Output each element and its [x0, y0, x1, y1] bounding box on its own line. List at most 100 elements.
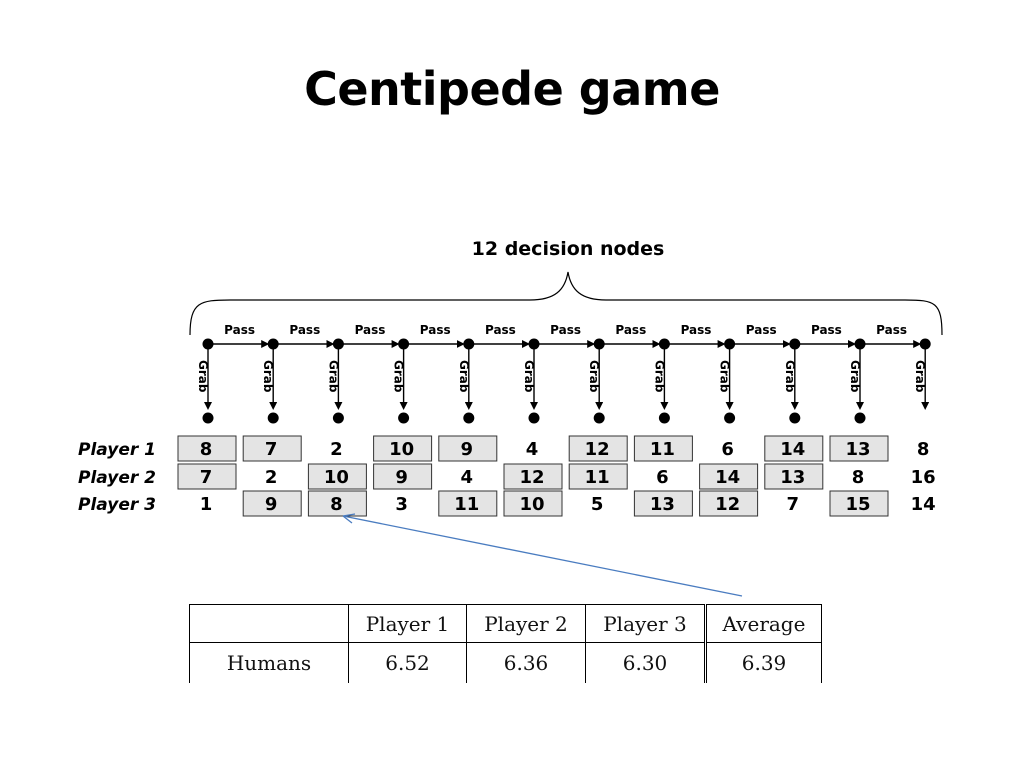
- payoff-box: [829, 490, 889, 517]
- payoff-value: 6: [721, 439, 734, 460]
- payoff-value: 14: [780, 439, 805, 460]
- payoff-value: 12: [585, 439, 610, 460]
- decision-node: [658, 338, 670, 350]
- payoff-value: 13: [650, 494, 675, 515]
- grab-label: Grab: [457, 360, 471, 393]
- table-cell: 6.30: [585, 642, 706, 683]
- payoff-value: 9: [461, 439, 474, 460]
- payoff-value: 10: [519, 494, 544, 515]
- payoff-box: [568, 463, 628, 490]
- table-header-cell: [189, 604, 349, 643]
- pass-label: Pass: [550, 323, 581, 337]
- payoff-box: [438, 435, 498, 462]
- pass-label: Pass: [811, 323, 842, 337]
- payoff-value: 13: [780, 467, 805, 488]
- decision-nodes-brace: [189, 271, 943, 336]
- payoff-value: 11: [454, 494, 479, 515]
- payoff-value: 8: [917, 439, 930, 460]
- payoff-value: 9: [265, 494, 278, 515]
- payoff-value: 4: [526, 439, 539, 460]
- table-row: Humans 6.52 6.36 6.30 6.39: [189, 642, 822, 683]
- grab-label: Grab: [326, 360, 340, 393]
- grab-label: Grab: [652, 360, 666, 393]
- decision-node: [267, 338, 279, 350]
- annotation-arrowhead: [342, 513, 356, 524]
- table-header-cell: Player 1: [348, 604, 467, 643]
- pass-label: Pass: [355, 323, 386, 337]
- payoff-value: 16: [911, 467, 936, 488]
- table-header-cell: Player 2: [466, 604, 586, 643]
- payoff-box: [633, 490, 693, 517]
- pass-label: Pass: [876, 323, 907, 337]
- grab-label: Grab: [522, 360, 536, 393]
- payoff-box: [307, 490, 367, 517]
- terminal-node: [593, 412, 605, 424]
- payoff-value: 11: [585, 467, 610, 488]
- payoff-value: 7: [787, 494, 800, 515]
- decision-node: [528, 338, 540, 350]
- pass-label: Pass: [485, 323, 516, 337]
- payoff-box: [829, 435, 889, 462]
- payoff-box: [307, 463, 367, 490]
- decision-node: [724, 338, 736, 350]
- payoff-box: [438, 490, 498, 517]
- payoff-value: 10: [389, 439, 414, 460]
- payoff-value: 1: [200, 494, 213, 515]
- annotation-arrow: [342, 515, 743, 597]
- pass-label: Pass: [681, 323, 712, 337]
- payoff-value: 6: [656, 467, 669, 488]
- payoff-box: [764, 463, 824, 490]
- payoff-box: [373, 463, 433, 490]
- terminal-node: [332, 412, 344, 424]
- terminal-node: [789, 412, 801, 424]
- terminal-node: [398, 412, 410, 424]
- brace-label: 12 decision nodes: [472, 238, 665, 260]
- terminal-node: [463, 412, 475, 424]
- pass-label: Pass: [420, 323, 451, 337]
- payoff-value: 10: [324, 467, 349, 488]
- payoff-box: [568, 435, 628, 462]
- payoff-value: 14: [911, 494, 936, 515]
- terminal-node: [267, 412, 279, 424]
- table-cell: 6.52: [348, 642, 467, 683]
- grab-label: Grab: [783, 360, 797, 393]
- payoff-value: 7: [265, 439, 278, 460]
- payoff-box: [503, 463, 563, 490]
- pass-label: Pass: [746, 323, 777, 337]
- payoff-box: [373, 435, 433, 462]
- payoff-value: 4: [461, 467, 474, 488]
- decision-node: [332, 338, 344, 350]
- payoff-value: 13: [845, 439, 870, 460]
- table-header-row: Player 1 Player 2 Player 3 Average: [189, 604, 822, 643]
- payoff-value: 9: [395, 467, 408, 488]
- payoff-box: [242, 490, 302, 517]
- decision-node: [398, 338, 410, 350]
- decision-node: [854, 338, 866, 350]
- grab-label: Grab: [196, 360, 210, 393]
- payoff-value: 7: [200, 467, 213, 488]
- payoff-box: [764, 435, 824, 462]
- grab-label: Grab: [848, 360, 862, 393]
- payoff-box: [503, 490, 563, 517]
- payoff-value: 2: [330, 439, 343, 460]
- terminal-node: [854, 412, 866, 424]
- terminal-node: [202, 412, 214, 424]
- payoff-value: 12: [715, 494, 740, 515]
- payoff-value: 3: [395, 494, 408, 515]
- payoff-value: 8: [200, 439, 213, 460]
- terminal-node: [658, 412, 670, 424]
- decision-node: [789, 338, 801, 350]
- terminal-node: [724, 412, 736, 424]
- table-header-cell: Average: [704, 604, 822, 643]
- payoff-box: [177, 435, 237, 462]
- decision-node: [202, 338, 214, 350]
- grab-label: Grab: [392, 360, 406, 393]
- payoff-value: 5: [591, 494, 604, 515]
- player-label: Player 2: [78, 468, 156, 488]
- grab-label: Grab: [718, 360, 732, 393]
- decision-node: [463, 338, 475, 350]
- decision-node: [593, 338, 605, 350]
- payoff-value: 8: [330, 494, 343, 515]
- payoff-box: [177, 463, 237, 490]
